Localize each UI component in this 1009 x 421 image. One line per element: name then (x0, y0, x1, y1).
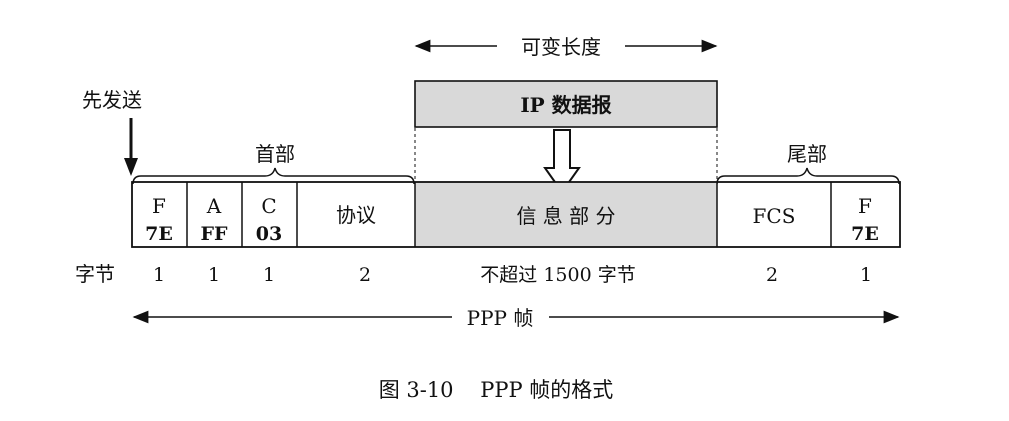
byte-sizes-row: 字节 1 1 1 2 不超过 1500 字节 2 1 (75, 262, 872, 286)
size-address: 1 (208, 264, 220, 286)
size-info: 不超过 1500 字节 (480, 264, 635, 286)
flag1-value: 7E (145, 223, 173, 245)
send-first-label: 先发送 (82, 88, 142, 112)
frame-outline (131, 181, 901, 248)
variable-length-label: 可变长度 (521, 35, 601, 59)
control-value: 03 (256, 223, 282, 245)
bytes-label: 字节 (75, 262, 115, 286)
flag2-name: F (858, 194, 872, 218)
flag2-value: 7E (851, 223, 879, 245)
protocol-name: 协议 (336, 203, 376, 227)
info-field-shade (415, 182, 717, 247)
ip-datagram-rect (414, 80, 718, 128)
send-first-arrow-icon (124, 118, 138, 176)
size-flag1: 1 (153, 264, 165, 286)
size-fcs: 2 (766, 264, 778, 286)
ip-datagram-label: IP 数据报 (520, 93, 611, 117)
address-value: FF (201, 223, 228, 245)
info-name: 信 息 部 分 (516, 204, 615, 228)
fcs-name: FCS (753, 204, 796, 228)
size-protocol: 2 (359, 264, 371, 286)
frame-fields: F 7E A FF C 03 协议 信 息 部 分 FCS F 7E (131, 181, 901, 248)
trailer-brace: 尾部 (716, 142, 900, 185)
trailer-label: 尾部 (787, 142, 827, 166)
size-control: 1 (263, 264, 275, 286)
address-name: A (206, 194, 222, 218)
size-flag2: 1 (860, 264, 872, 286)
ppp-frame-label: PPP 帧 (467, 306, 534, 330)
ppp-frame-span: PPP 帧 (132, 306, 900, 330)
ip-datagram-box: IP 数据报 (414, 80, 718, 128)
figure-caption: 图 3-10 PPP 帧的格式 (379, 378, 614, 402)
control-name: C (261, 194, 276, 218)
header-brace: 首部 (132, 142, 415, 185)
flag1-name: F (152, 194, 166, 218)
variable-length-indicator: 可变长度 (414, 35, 718, 59)
header-label: 首部 (255, 142, 295, 166)
encapsulate-down-arrow-icon (543, 129, 581, 194)
